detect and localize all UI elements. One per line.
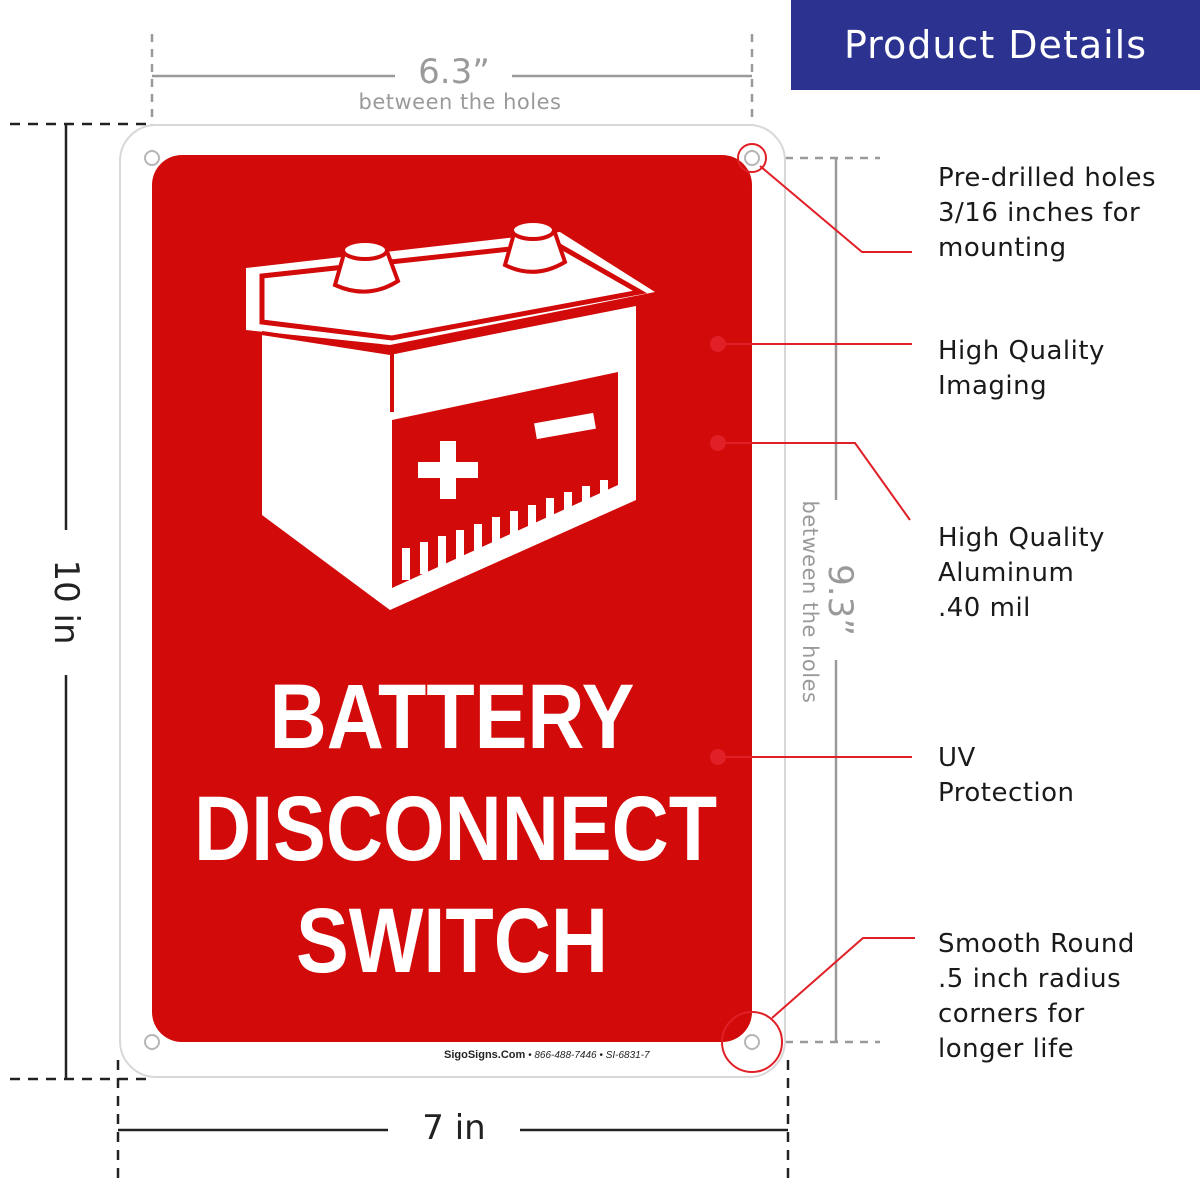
top-width-note: between the holes [358, 90, 562, 114]
callout-aluminum-line [718, 442, 911, 521]
overall-height-value: 10 in [46, 559, 86, 645]
mounting-hole-bottom-right [744, 1034, 760, 1050]
sign-phone: 866-488-7446 [534, 1050, 597, 1061]
top-width-value: 6.3” [418, 52, 490, 92]
feature-aluminum: High Quality Aluminum .40 mil [938, 523, 1105, 623]
sign-title-line-3: SWITCH [295, 890, 609, 992]
callout-ring-corner [721, 1011, 783, 1073]
callout-ring-top-hole [737, 143, 767, 173]
product-details-header: Product Details [791, 0, 1200, 90]
feature-imaging: High Quality Imaging [938, 336, 1105, 401]
mounting-hole-bottom-left [144, 1034, 160, 1050]
feature-predrilled-holes: Pre-drilled holes 3/16 inches for mounti… [938, 163, 1156, 263]
callout-holes-line [759, 165, 912, 253]
callout-corners-line [771, 937, 915, 1019]
mounting-hole-top-right [744, 150, 760, 166]
callout-dot-imaging [710, 336, 726, 352]
sign-title-line-1: BATTERY [269, 666, 635, 768]
feature-round-corners: Smooth Round .5 inch radius corners for … [938, 929, 1135, 1064]
sign-title-line-2: DISCONNECT [194, 778, 718, 880]
sign-footer: SigoSigns.Com • 866-488-7446 • SI-6831-7 [444, 1049, 650, 1061]
side-height-note: between the holes [798, 500, 822, 704]
feature-uv-protection: UV Protection [938, 743, 1075, 808]
sign-brand: SigoSigns.Com [444, 1049, 526, 1061]
callout-dot-uv [710, 749, 726, 765]
side-height-value: 9.3” [820, 564, 860, 636]
mounting-hole-top-left [144, 150, 160, 166]
overall-width-value: 7 in [422, 1108, 486, 1148]
car-battery-icon [246, 219, 655, 610]
header-title: Product Details [843, 23, 1148, 67]
sign-sku: SI-6831-7 [605, 1050, 650, 1061]
callout-dot-aluminum [710, 435, 726, 451]
